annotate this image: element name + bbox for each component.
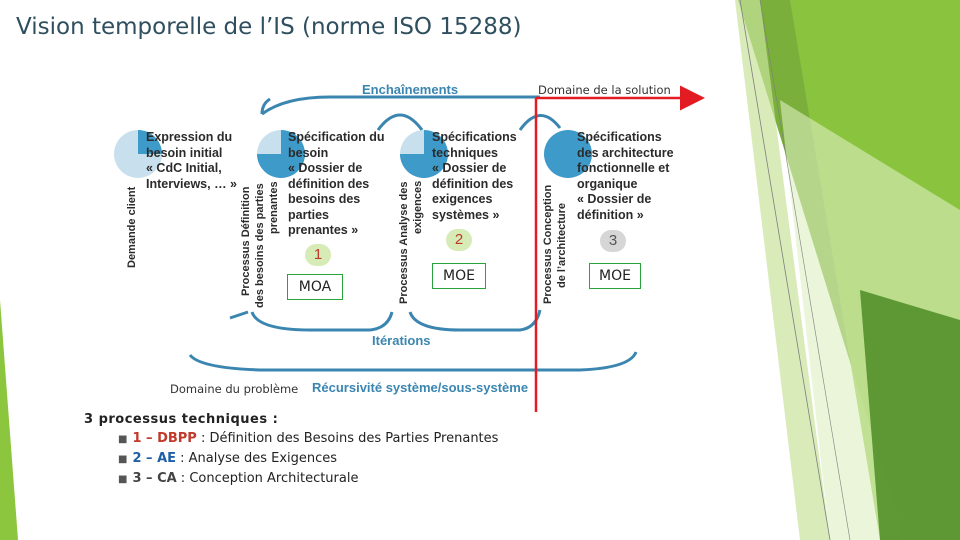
badge-2: 2 xyxy=(446,229,472,251)
process-num: 3 xyxy=(132,471,142,486)
deco-line-2 xyxy=(759,0,851,540)
enchainements-arc-tip xyxy=(260,97,271,115)
processes-items: ■1 – DBPP : Définition des Besoins des P… xyxy=(118,429,498,489)
col2-line: « Dossier de xyxy=(432,161,507,175)
moe-box-2: MOE xyxy=(589,263,641,289)
col1-line: Spécification du xyxy=(288,130,385,144)
enchainements-label: Enchaînements xyxy=(362,82,459,97)
col2-line: systèmes » xyxy=(432,207,500,222)
col0-line: « CdC Initial, xyxy=(146,161,222,175)
col3-line: définition » xyxy=(577,207,644,222)
bullet-square-icon: ■ xyxy=(118,434,128,445)
col1-line: parties xyxy=(288,207,329,222)
col2-line: Spécifications xyxy=(432,130,517,144)
deco-shape-left xyxy=(0,300,18,540)
process-abbr: DBPP xyxy=(157,431,197,446)
bullet-square-icon: ■ xyxy=(118,454,128,465)
processes-list: 3 processus techniques : ■1 – DBPP : Déf… xyxy=(84,412,498,489)
iterations-label: Itérations xyxy=(372,333,431,348)
col0-line: besoin initial xyxy=(146,145,223,160)
connector-arc-2 xyxy=(518,114,562,131)
col3-line: des architecture xyxy=(577,145,674,160)
moa-box: MOA xyxy=(287,274,343,300)
proc1-label-line3: prenantes xyxy=(268,181,280,234)
demande-client-label: Demande client xyxy=(126,186,138,268)
domaine-solution-label: Domaine de la solution xyxy=(538,83,671,97)
deco-shape-right-3 xyxy=(735,0,830,540)
proc3-label-line2: de l’architecture xyxy=(556,203,568,288)
process-num: 2 xyxy=(132,451,142,466)
badge-1: 1 xyxy=(305,244,331,266)
col1-line: définition des xyxy=(288,176,370,191)
processes-heading: 3 processus techniques : xyxy=(84,412,279,427)
proc1-label-line1: Processus Définition xyxy=(240,186,252,296)
col-specification-besoin: Spécification du besoin « Dossier de déf… xyxy=(288,130,385,239)
col3-line: Spécifications xyxy=(577,130,662,144)
col-specifications-techniques: Spécifications techniques « Dossier de d… xyxy=(432,130,517,223)
deco-shape-right-5 xyxy=(860,290,960,540)
proc3-label-line1: Processus Conception xyxy=(542,184,554,304)
proc1-label-line2: des besoins des parties xyxy=(254,183,266,308)
col3-line: fonctionnelle et xyxy=(577,161,670,175)
col0-line: Interviews, … » xyxy=(146,176,238,191)
pie-icon-1 xyxy=(257,130,305,178)
process-text: : Conception Architecturale xyxy=(176,471,359,486)
proc2-label-line1: Processus Analyse des xyxy=(398,181,410,305)
process-item: ■2 – AE : Analyse des Exigences xyxy=(118,451,338,466)
domaine-probleme-label: Domaine du problème xyxy=(170,382,299,396)
process-item: ■3 – CA : Conception Architecturale xyxy=(118,471,359,486)
process-text: : Analyse des Exigences xyxy=(176,451,338,466)
process-item: ■1 – DBPP : Définition des Besoins des P… xyxy=(118,431,499,446)
badge-3: 3 xyxy=(600,230,626,252)
recursivite-label: Récursivité système/sous-système xyxy=(312,380,529,395)
process-text: : Définition des Besoins des Parties Pre… xyxy=(196,431,499,446)
iterations-arc-1 xyxy=(250,311,394,332)
iterations-arc-tip xyxy=(229,310,249,320)
process-num: 1 xyxy=(132,431,142,446)
process-abbr: AE xyxy=(157,451,177,466)
moe-box-1: MOE xyxy=(432,263,486,289)
pie-icon-3 xyxy=(544,130,592,178)
col0-line: Expression du xyxy=(146,130,233,144)
pie-icon-0 xyxy=(114,130,162,178)
col2-line: exigences xyxy=(432,192,493,206)
col1-line: prenantes » xyxy=(288,223,359,237)
col1-line: besoin xyxy=(288,145,329,160)
col1-line: « Dossier de xyxy=(288,161,363,175)
recursivite-arc xyxy=(188,351,638,372)
iterations-arc-2 xyxy=(408,309,542,332)
col-specifications-architecture: Spécifications des architecture fonction… xyxy=(577,130,674,223)
col1-line: besoins des xyxy=(288,192,361,206)
process-abbr: CA xyxy=(157,471,177,486)
col2-line: définition des xyxy=(432,176,514,191)
col3-line: « Dossier de xyxy=(577,192,652,206)
enchainements-arc xyxy=(261,95,540,116)
col-expression-besoin: Expression du besoin initial « CdC Initi… xyxy=(146,130,237,192)
bullet-square-icon: ■ xyxy=(118,474,128,485)
proc2-label-line2: exigences xyxy=(412,180,424,234)
deco-line-1 xyxy=(739,0,831,540)
col2-line: techniques xyxy=(432,145,498,160)
pie-icon-2 xyxy=(400,130,448,178)
connector-arc-1 xyxy=(376,113,424,131)
page-title: Vision temporelle de l’IS (norme ISO 152… xyxy=(16,14,522,40)
col3-line: organique xyxy=(577,176,638,191)
